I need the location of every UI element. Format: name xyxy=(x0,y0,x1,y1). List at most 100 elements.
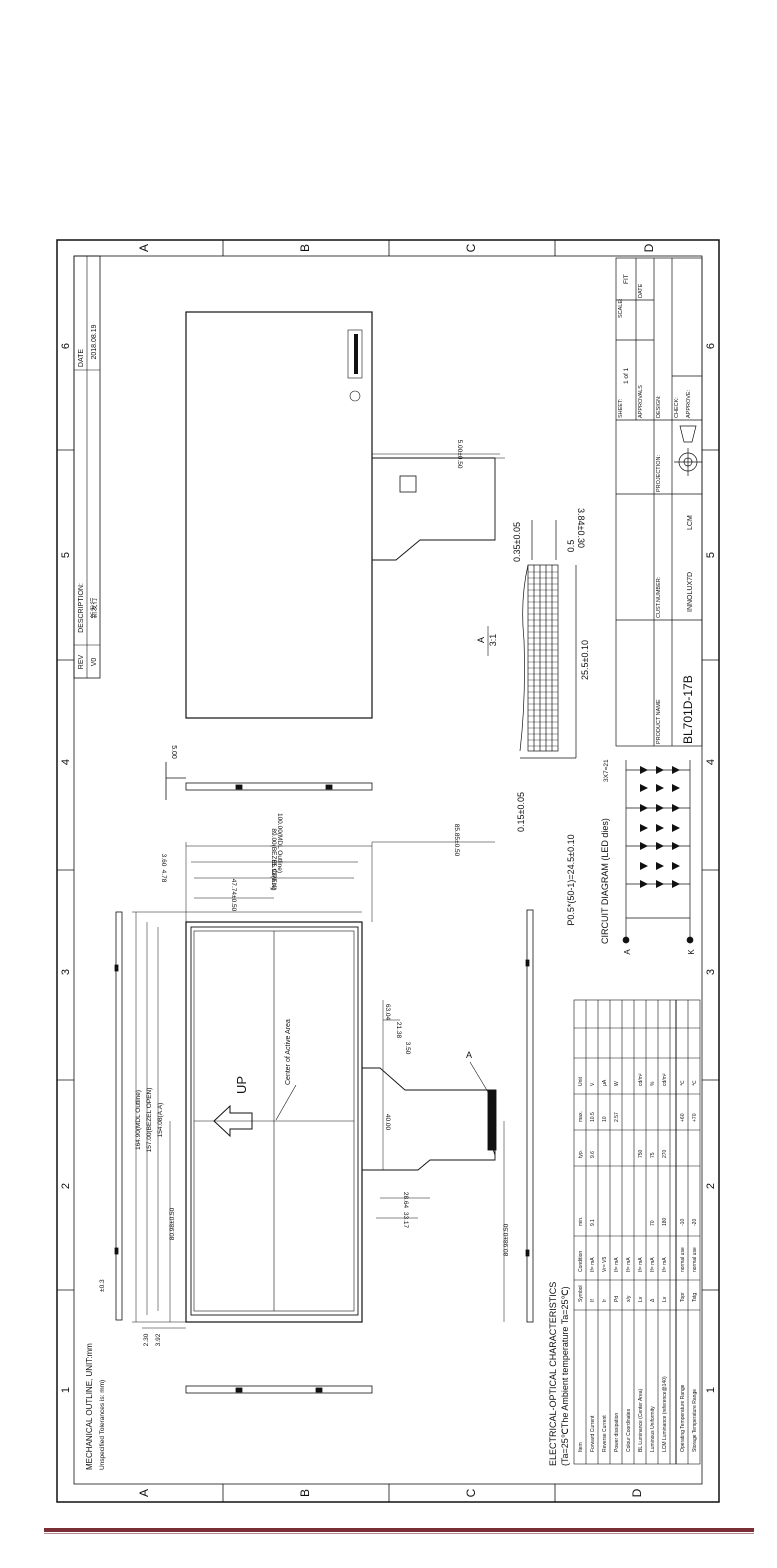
title-block xyxy=(615,257,703,747)
zone-letter-d-bottom: D xyxy=(630,1488,644,1497)
zone-number-2-right: 2 xyxy=(705,1183,717,1189)
table-cell: Δ xyxy=(650,1298,656,1302)
detail-dim-bottom: 0.15±0.05 xyxy=(516,792,526,832)
front-height-dims xyxy=(185,841,495,922)
table-cell: 9.6 xyxy=(590,1151,596,1158)
zone-grid xyxy=(57,240,719,1502)
table-cell: 270 xyxy=(662,1149,668,1158)
table-cell: Vr= V5 xyxy=(602,1257,608,1272)
drawing-border-outer xyxy=(56,239,720,1503)
table-cell: If= mA xyxy=(650,1257,656,1272)
dim-offset-a: 3.60 xyxy=(160,854,167,867)
detail-pitch: P0.5*(50-1)=24.5±0.10 xyxy=(566,834,576,925)
zone-letter-b-bottom: B xyxy=(298,1489,312,1497)
back-label-barcode xyxy=(354,334,358,374)
table-cell: LCM Luminance (reference@140) xyxy=(662,1376,668,1452)
dim-bezel-width: 157.00(BEZEL OPEN) xyxy=(146,1088,153,1153)
up-label: UP xyxy=(234,1076,249,1094)
table-cell: Storage Temperature Range xyxy=(692,1389,698,1452)
dim-fpc-e: 33.17 xyxy=(402,1212,409,1229)
table-cell: Colour Coordinates xyxy=(626,1408,632,1452)
circuit-title: CIRCUIT DIAGRAM (LED dies) xyxy=(600,818,610,944)
side-view-right xyxy=(525,909,534,1323)
tolerance-note: Unspecified Tolerances is: mm) xyxy=(99,1380,106,1470)
table-cell: 70 xyxy=(650,1220,656,1226)
side-view-left xyxy=(114,911,123,1321)
desc-header: DESCRIPTION: xyxy=(78,583,85,633)
zone-number-1-left: 1 xyxy=(60,1387,72,1393)
footer-rule-thin xyxy=(44,1533,754,1534)
table-cell: Power dissipation xyxy=(614,1413,620,1452)
cust-number-label: CUST.NUMBER: xyxy=(656,576,662,618)
table-cell: 10 xyxy=(602,1116,608,1122)
table-header-cell: Unit xyxy=(578,1076,584,1086)
table-cell: If= mA xyxy=(638,1257,644,1272)
zone-number-5-left: 5 xyxy=(60,552,72,558)
dim-fpc-offset: 5.00±0.50 xyxy=(456,440,463,469)
zone-number-4-left: 4 xyxy=(60,759,72,765)
table-cell: Luminous Uniformity xyxy=(650,1406,656,1452)
table-cell: +60 xyxy=(680,1113,686,1122)
bottom-side-view xyxy=(185,1385,373,1394)
table-header-cell: Item xyxy=(578,1442,584,1452)
dim-offset-d: 3.92 xyxy=(155,1333,162,1346)
led-diode-icons xyxy=(640,766,680,888)
circuit-anode: A xyxy=(623,949,632,955)
dim-center-height: 47.74±0.50 xyxy=(230,879,237,912)
product-name-label: PRODUCT NAME xyxy=(656,699,662,744)
back-view xyxy=(185,311,505,719)
zone-letter-c-top: C xyxy=(464,243,478,252)
dim-center-width: 80.98±0.50 xyxy=(169,1207,176,1240)
dim-fpc-c: 3.50 xyxy=(404,1042,411,1055)
table-cell: If= mA xyxy=(590,1257,596,1272)
dim-fpc-total: 85.85±0.50 xyxy=(453,824,460,857)
table-cell: +70 xyxy=(692,1113,698,1122)
top-side-view xyxy=(165,762,373,800)
dim-fpc-b: 21.38 xyxy=(395,1022,402,1039)
dim-outline-width: 164.90(MDL Outline) xyxy=(135,1090,142,1150)
table-cell: Topr xyxy=(680,1292,686,1302)
circuit-config: 3X7=21 xyxy=(603,759,610,782)
table-cell: W xyxy=(614,1081,620,1086)
table-cell: If= mA xyxy=(614,1257,620,1272)
zone-number-6-left: 6 xyxy=(60,343,72,349)
dim-bezel-height: 89.00(BEZEL OPEN) xyxy=(270,828,277,889)
up-arrow-icon xyxy=(213,1104,253,1138)
tolerance-value: ±0.3 xyxy=(99,1279,106,1292)
sheet-value: 1 of 1 xyxy=(623,367,630,384)
zone-letter-a-bottom: A xyxy=(137,1489,151,1497)
projection-symbol-icon xyxy=(674,425,702,476)
desc-value: 新发行 xyxy=(89,598,98,619)
table-cell: BL Luminance (Center Area) xyxy=(638,1388,644,1452)
table-cell: If= mA xyxy=(626,1257,632,1272)
sheet-label: SHEET: xyxy=(618,398,624,418)
center-of-active-area-label: Center of Active Area xyxy=(285,1019,292,1085)
module-outline xyxy=(185,921,363,1323)
check-label: CHECK: xyxy=(674,397,680,418)
zone-number-3-left: 3 xyxy=(60,969,72,975)
approve-label: APPROVE: xyxy=(686,389,692,418)
table-header-cell: min. xyxy=(578,1217,584,1226)
table-header-cell: Condition xyxy=(578,1251,584,1272)
table-cell: Operating Temperature Range xyxy=(680,1384,686,1452)
approvals-label: APPROVALS xyxy=(638,385,644,418)
table-cell: 75 xyxy=(650,1152,656,1158)
table-cell: x/y xyxy=(626,1295,632,1302)
detail-a-callout: A xyxy=(466,1050,472,1060)
dim-aa-height: 85.92(A.A) xyxy=(270,859,277,890)
zone-letter-d-top: D xyxy=(642,243,656,252)
dim-aa-width: 154.08(A.A) xyxy=(157,1103,164,1138)
table-cell: Ir xyxy=(602,1299,608,1302)
bezel-opening xyxy=(190,926,359,1316)
zone-letter-b-top: B xyxy=(298,244,312,252)
customer-value: INNOLUX7D xyxy=(687,572,694,612)
zone-number-5-right: 5 xyxy=(705,552,717,558)
table-cell: 2.57 xyxy=(614,1112,620,1122)
design-label: DESIGN: xyxy=(656,395,662,418)
zone-letter-c-bottom: C xyxy=(464,1488,478,1497)
dim-fpc-d: 28.64 xyxy=(402,1192,409,1209)
table-cell: ℃ xyxy=(692,1080,698,1086)
table-cell: 9.1 xyxy=(590,1219,596,1226)
table-cell: cd/m² xyxy=(662,1073,668,1086)
notes-title: MECHANICAL OUTLINE, UNIT:mm xyxy=(85,1343,94,1470)
